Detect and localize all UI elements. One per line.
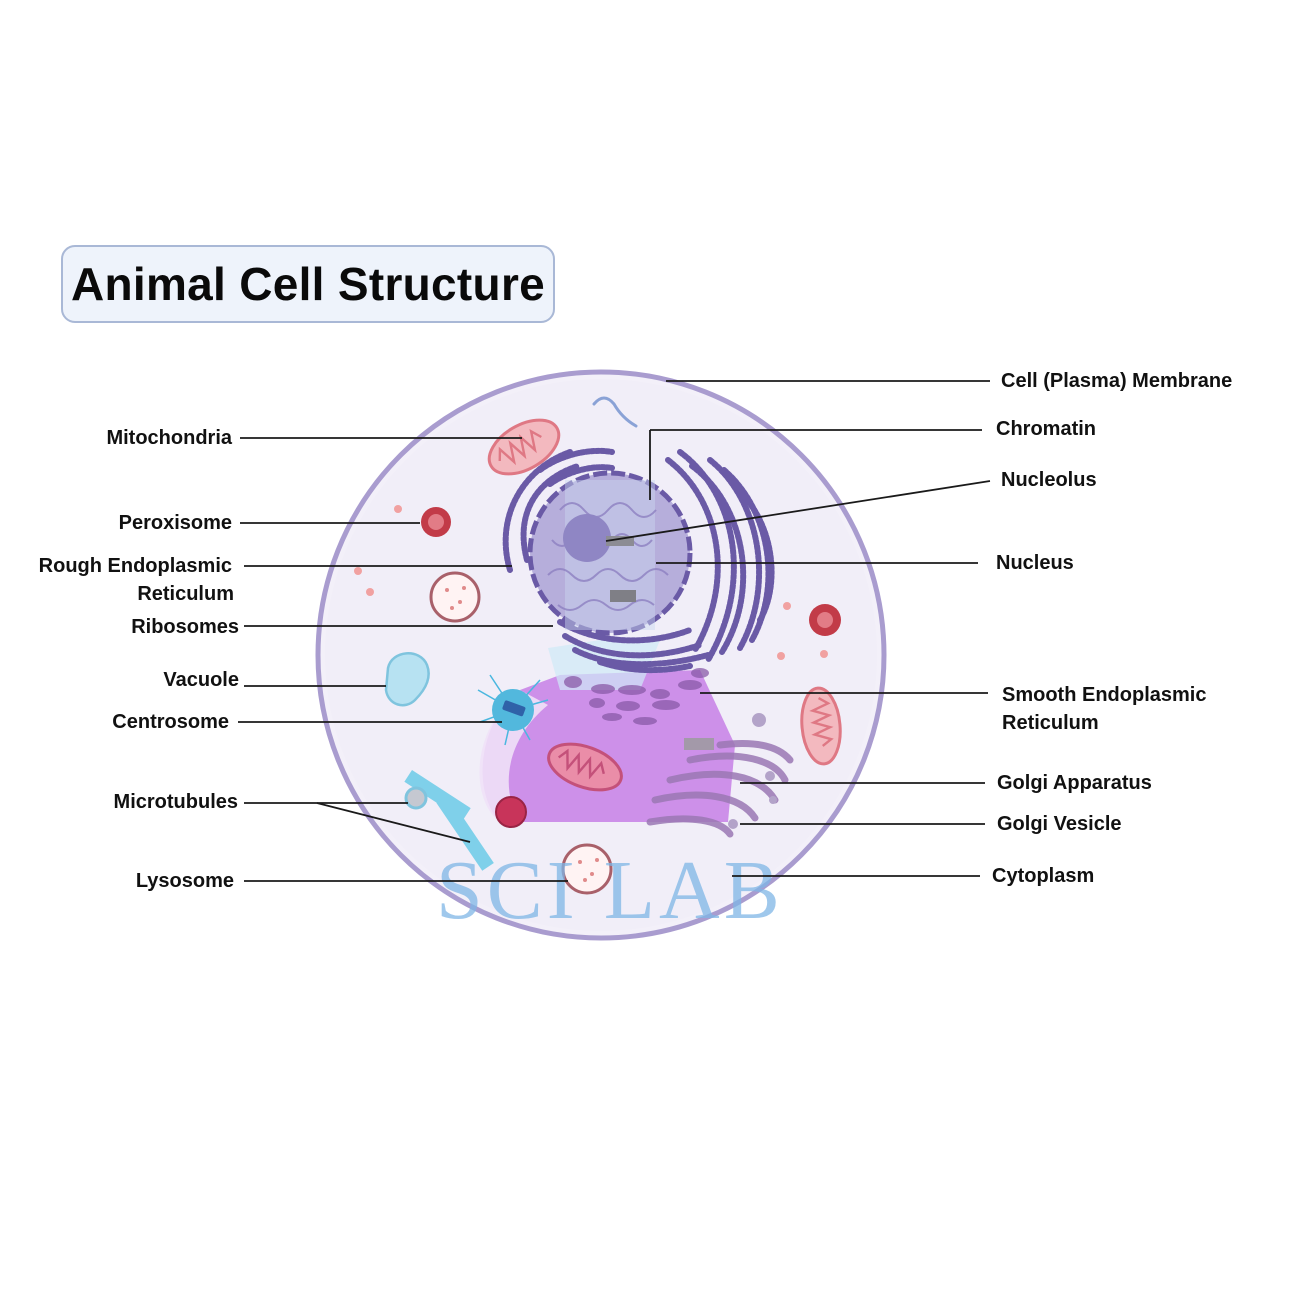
peroxisome-shape bbox=[421, 507, 841, 636]
watermark-text: SCI LAB bbox=[436, 844, 784, 937]
label-nucleus: Nucleus bbox=[996, 552, 1074, 574]
microtubules-shape bbox=[404, 770, 494, 871]
rough-er-shape bbox=[502, 447, 775, 674]
vacuole-shape bbox=[384, 652, 430, 707]
title-box: Animal Cell Structure bbox=[61, 245, 555, 323]
centrosome-shape bbox=[477, 674, 549, 746]
label-lysosome: Lysosome bbox=[136, 870, 234, 892]
page-title: Animal Cell Structure bbox=[70, 258, 546, 310]
golgi-vesicle-shape bbox=[728, 819, 738, 829]
mitochondria-right bbox=[800, 686, 842, 766]
nucleus-shape bbox=[527, 470, 693, 636]
label-vacuole: Vacuole bbox=[163, 669, 239, 691]
label-centrosome: Centrosome bbox=[112, 711, 229, 733]
label-mitochondria: Mitochondria bbox=[106, 427, 232, 449]
golgi-apparatus-shape bbox=[646, 739, 794, 838]
label-cell-membrane: Cell (Plasma) Membrane bbox=[1001, 370, 1232, 392]
golgi-grey-block bbox=[684, 738, 714, 750]
label-peroxisome: Peroxisome bbox=[119, 512, 232, 534]
nucleolus-shape bbox=[563, 514, 611, 562]
label-chromatin: Chromatin bbox=[996, 418, 1096, 440]
label-golgi-apparatus: Golgi Apparatus bbox=[997, 772, 1152, 794]
golgi-vesicles bbox=[728, 713, 777, 829]
lysosome-shape bbox=[561, 843, 613, 895]
small-vesicles bbox=[354, 505, 828, 660]
red-vesicle bbox=[495, 796, 527, 828]
smooth-er-shape bbox=[564, 668, 709, 725]
label-rough-er-line1: Rough Endoplasmic bbox=[39, 555, 232, 577]
mitochondria-center bbox=[547, 742, 623, 792]
label-smooth-er-line2: Reticulum bbox=[1002, 712, 1099, 734]
label-cytoplasm: Cytoplasm bbox=[992, 865, 1094, 887]
leader-lines bbox=[238, 380, 991, 882]
label-ribosomes: Ribosomes bbox=[131, 616, 239, 638]
label-golgi-vesicle: Golgi Vesicle bbox=[997, 813, 1122, 835]
label-microtubules: Microtubules bbox=[114, 791, 238, 813]
label-nucleolus: Nucleolus bbox=[1001, 469, 1097, 491]
squiggle-shape bbox=[592, 396, 638, 428]
lysosome-top bbox=[429, 571, 481, 623]
label-smooth-er-line1: Smooth Endoplasmic bbox=[1002, 684, 1206, 706]
mitochondria-top bbox=[487, 418, 561, 476]
label-rough-er-line2: Reticulum bbox=[137, 583, 234, 605]
